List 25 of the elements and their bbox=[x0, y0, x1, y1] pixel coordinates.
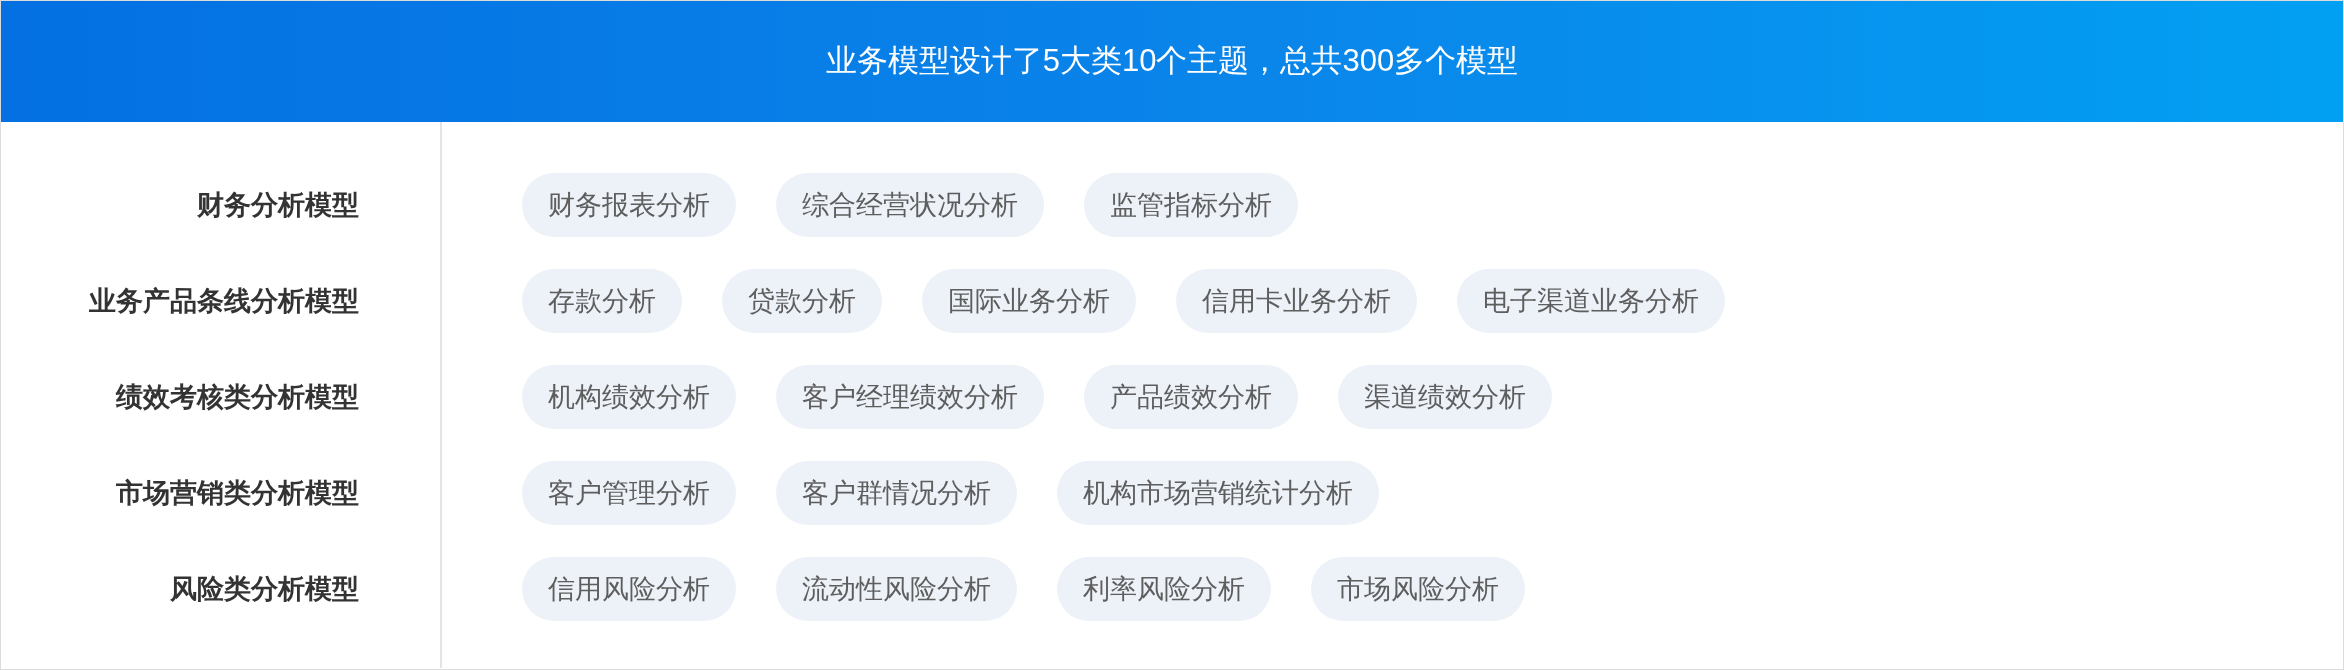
tag-pill: 市场风险分析 bbox=[1311, 557, 1525, 621]
tag-pill: 信用风险分析 bbox=[522, 557, 736, 621]
tag-pill: 流动性风险分析 bbox=[776, 557, 1017, 621]
row-label: 财务分析模型 bbox=[197, 189, 359, 222]
row-label: 市场营销类分析模型 bbox=[116, 477, 359, 510]
title-text: 业务模型设计了5大类10个主题，总共300多个模型 bbox=[825, 42, 1519, 80]
tag-pill: 存款分析 bbox=[522, 269, 682, 333]
tag-pill: 信用卡业务分析 bbox=[1176, 269, 1417, 333]
tag-pill: 客户管理分析 bbox=[522, 461, 736, 525]
tag-pill: 监管指标分析 bbox=[1084, 173, 1298, 237]
tag-pill: 产品绩效分析 bbox=[1084, 365, 1298, 429]
tag-pill: 机构绩效分析 bbox=[522, 365, 736, 429]
tag-pill: 客户群情况分析 bbox=[776, 461, 1017, 525]
tag-pill: 客户经理绩效分析 bbox=[776, 365, 1044, 429]
tag-pill: 国际业务分析 bbox=[922, 269, 1136, 333]
tag-pill: 综合经营状况分析 bbox=[776, 173, 1044, 237]
tag-pill: 机构市场营销统计分析 bbox=[1057, 461, 1379, 525]
row-label: 绩效考核类分析模型 bbox=[116, 381, 359, 414]
row-label: 业务产品条线分析模型 bbox=[89, 285, 359, 318]
tag-pill: 利率风险分析 bbox=[1057, 557, 1271, 621]
tag-pill: 电子渠道业务分析 bbox=[1457, 269, 1725, 333]
tag-pill: 贷款分析 bbox=[722, 269, 882, 333]
tag-pill: 财务报表分析 bbox=[522, 173, 736, 237]
row-label: 风险类分析模型 bbox=[170, 573, 359, 606]
tag-pill: 渠道绩效分析 bbox=[1338, 365, 1552, 429]
